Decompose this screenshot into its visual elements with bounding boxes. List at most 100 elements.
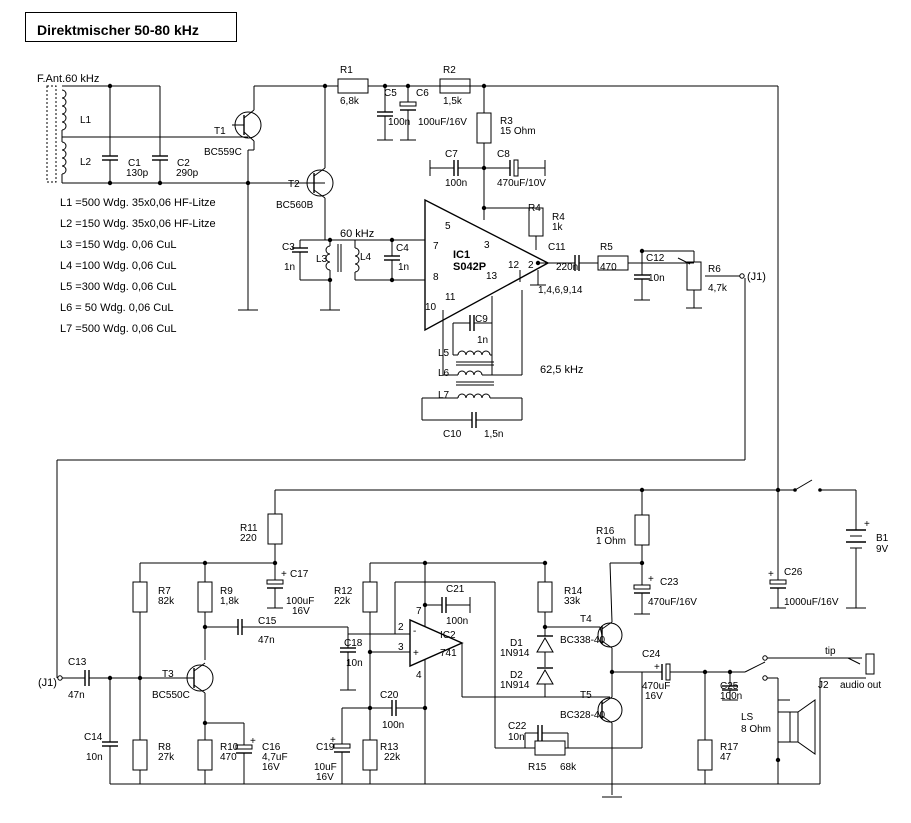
supply-rail xyxy=(275,479,866,609)
R12-label: R12 xyxy=(334,586,353,597)
R7-R8-divider xyxy=(132,563,148,784)
C26-capacitor xyxy=(769,579,787,609)
oscillator-tank xyxy=(421,315,523,428)
C8-capacitor xyxy=(484,159,546,177)
C6-label: C6 xyxy=(416,88,429,99)
C19-value: 10uF xyxy=(314,762,337,773)
IC2-type: 741 xyxy=(440,648,457,659)
C24-voltage: 16V xyxy=(645,691,663,702)
L3-label: L3 xyxy=(316,254,328,265)
C16-label: C16 xyxy=(262,742,281,753)
L5-label: L5 xyxy=(438,348,450,359)
C10-value: 1,5n xyxy=(484,429,503,440)
C21-value: 100n xyxy=(446,616,468,627)
L1-label: L1 xyxy=(80,115,92,126)
C20-label: C20 xyxy=(380,690,399,701)
C19-plus: + xyxy=(330,735,336,746)
C10-label: C10 xyxy=(443,429,462,440)
C12-value: 10n xyxy=(648,273,665,284)
B1-plus: + xyxy=(864,519,870,530)
IC2-pin4: 4 xyxy=(416,670,422,681)
C5-capacitor xyxy=(377,86,393,141)
C17-label: C17 xyxy=(290,569,309,580)
output-filter xyxy=(574,248,740,309)
coil-notes: L1 =500 Wdg. 35x0,06 HF-Litze L2 =150 Wd… xyxy=(60,197,216,335)
R5-label: R5 xyxy=(600,242,613,253)
freq-60khz: 60 kHz xyxy=(340,228,374,240)
J1-connector-label: (J1) xyxy=(747,271,766,283)
IC1-label: IC1 xyxy=(453,249,470,261)
D1-type: 1N914 xyxy=(500,648,530,659)
C1-value: 130p xyxy=(126,168,149,179)
C9-value: 1n xyxy=(477,335,488,346)
C22-label: C22 xyxy=(508,721,527,732)
R6-label: R6 xyxy=(708,264,721,275)
IC1-pin11: 11 xyxy=(445,292,456,303)
C3-value: 1n xyxy=(284,262,295,273)
C23-plus: + xyxy=(648,574,654,585)
IC1-pin12: 12 xyxy=(508,260,520,271)
output-stage xyxy=(597,562,662,798)
R14-D1-D2 xyxy=(536,560,600,697)
C26-label: C26 xyxy=(784,567,803,578)
T3-label: T3 xyxy=(162,669,174,680)
L4-label: L4 xyxy=(360,252,372,263)
C18-label: C18 xyxy=(344,638,363,649)
C6-value: 100uF/16V xyxy=(418,117,467,128)
C2-label: C2 xyxy=(177,158,190,169)
C26-plus: + xyxy=(768,569,774,580)
J1-connector xyxy=(739,273,745,279)
coil-note-L1: L1 =500 Wdg. 35x0,06 HF-Litze xyxy=(60,197,216,209)
R7-label: R7 xyxy=(158,586,171,597)
D2-type: 1N914 xyxy=(500,680,530,691)
C26-value: 1000uF/16V xyxy=(784,597,839,608)
coil-note-L3: L3 =150 Wdg. 0,06 CuL xyxy=(60,239,177,251)
L2-label: L2 xyxy=(80,157,92,168)
IC1-mixer xyxy=(424,198,575,376)
R7-value: 82k xyxy=(158,596,175,607)
LS-value: 8 Ohm xyxy=(741,724,771,735)
C16-plus: + xyxy=(250,736,256,747)
feedback-network xyxy=(495,672,643,756)
R16-value: 1 Ohm xyxy=(596,536,626,547)
R4-label: R4 xyxy=(528,203,541,214)
input-tank xyxy=(292,237,425,311)
C11-value: 220n xyxy=(556,262,578,273)
freq-62-5khz: 62,5 kHz xyxy=(540,364,583,376)
IC1-pin5: 5 xyxy=(445,221,451,232)
IC1-pin10: 10 xyxy=(425,302,437,313)
IC2-minus: - xyxy=(413,626,416,637)
C18-value: 10n xyxy=(346,658,363,669)
T1-label: T1 xyxy=(214,126,226,137)
R4-value: 1k xyxy=(552,222,564,233)
C24-label: C24 xyxy=(642,649,661,660)
IC1-type: S042P xyxy=(453,261,486,273)
R16-C23 xyxy=(610,490,651,615)
R3-label: R3 xyxy=(500,116,513,127)
IC1-pin3: 3 xyxy=(484,240,490,251)
C15-label: C15 xyxy=(258,616,277,627)
C2-value: 290p xyxy=(176,168,199,179)
C1-label: C1 xyxy=(128,158,141,169)
R11-value: 220 xyxy=(240,533,257,544)
J1-input-label: (J1) xyxy=(38,677,57,689)
R15-value: 68k xyxy=(560,762,577,773)
C11-label: C11 xyxy=(548,242,566,253)
C9-label: C9 xyxy=(475,314,488,325)
R4-label-2: R4 xyxy=(552,212,565,223)
C12-label: C12 xyxy=(646,253,665,264)
C2-capacitor xyxy=(152,86,168,183)
IC2-opamp xyxy=(394,560,610,784)
R14-value: 33k xyxy=(564,596,581,607)
C24-plus: + xyxy=(654,662,660,673)
R10-C16 xyxy=(197,722,253,784)
IC2-label: IC2 xyxy=(440,630,456,641)
C15-value: 47n xyxy=(258,635,275,646)
C13-value: 47n xyxy=(68,690,85,701)
C7-capacitor xyxy=(429,160,484,176)
R9-resistor xyxy=(197,563,213,660)
IC1-pin2: 2 xyxy=(528,260,534,271)
C19-label: C19 xyxy=(316,742,335,753)
IC2-pin7: 7 xyxy=(416,606,422,617)
